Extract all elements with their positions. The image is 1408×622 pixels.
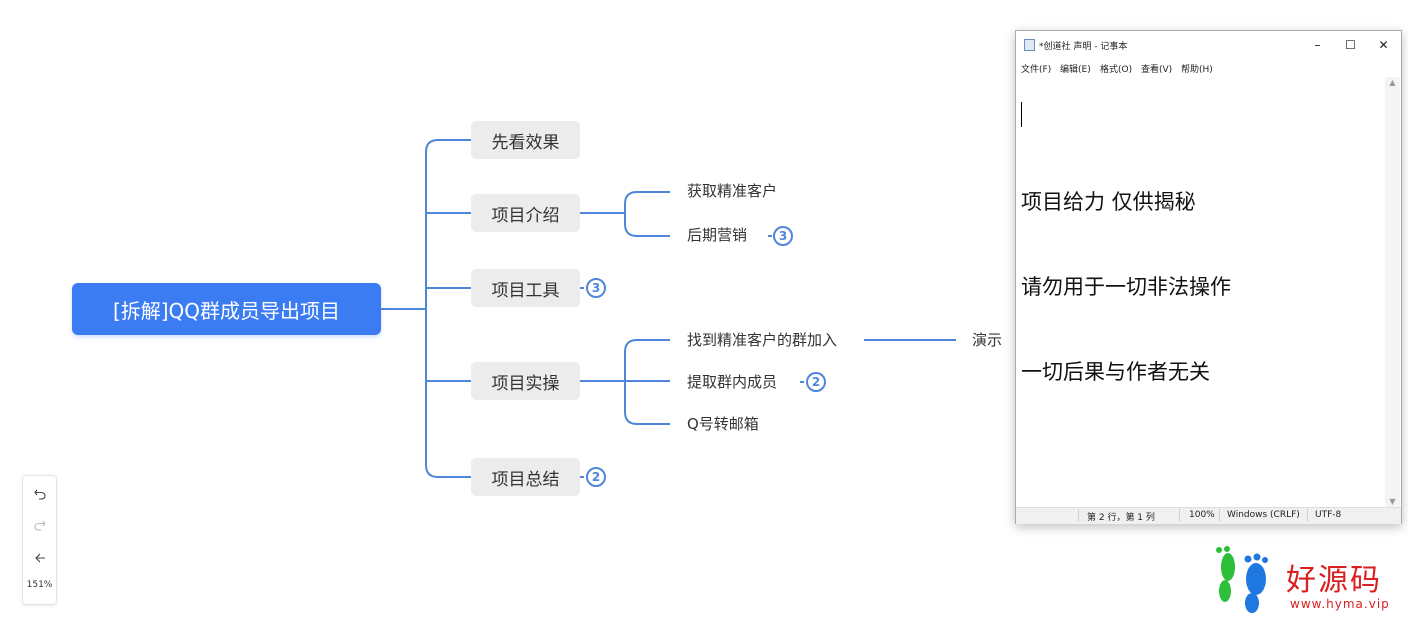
zoom-level[interactable]: 151% <box>26 580 53 590</box>
text-line: 项目给力 仅供揭秘 <box>1021 190 1196 214</box>
watermark-url: www.hyma.vip <box>1290 597 1390 611</box>
subnode-later-marketing[interactable]: 后期营销 <box>687 226 748 244</box>
undo-button[interactable] <box>23 482 56 506</box>
maximize-button[interactable]: ☐ <box>1345 38 1356 52</box>
branch-node-preview[interactable]: 先看效果 <box>471 121 580 159</box>
branch-node-tools[interactable]: 项目工具 <box>471 269 580 307</box>
status-position: 第 2 行，第 1 列 <box>1087 513 1155 523</box>
text-caret <box>1021 102 1022 127</box>
redo-button[interactable] <box>23 513 56 537</box>
status-zoom: 100% <box>1189 510 1215 520</box>
notepad-text-area[interactable]: 项目给力 仅供揭秘 请勿用于一切非法操作 一切后果与作者无关 <box>1016 77 1384 508</box>
undo-icon <box>33 489 46 500</box>
arrow-left-icon <box>34 553 45 563</box>
connector-trunk <box>425 139 471 478</box>
branch-node-summary[interactable]: 项目总结 <box>471 458 580 496</box>
menu-format[interactable]: 格式(O) <box>1100 65 1133 75</box>
subnode-qq-to-email[interactable]: Q号转邮箱 <box>687 415 759 433</box>
collapse-badge[interactable]: 2 <box>806 372 826 392</box>
branch-node-practice[interactable]: 项目实操 <box>471 362 580 400</box>
connector-intro-children <box>624 191 670 237</box>
notepad-titlebar[interactable]: *创道社 声明 - 记事本 – ☐ ✕ <box>1016 31 1401 59</box>
subnode-demo[interactable]: 演示 <box>972 331 1003 349</box>
menu-edit[interactable]: 编辑(E) <box>1060 65 1091 75</box>
vertical-scrollbar[interactable]: ▲ ▼ <box>1385 77 1400 508</box>
mindmap-toolbar: 151% <box>22 475 57 605</box>
footprint-logo-icon <box>1216 546 1268 613</box>
back-button[interactable] <box>23 546 56 570</box>
menu-view[interactable]: 查看(V) <box>1141 65 1173 75</box>
mindmap-root-node[interactable]: [拆解]QQ群成员导出项目 <box>72 283 381 335</box>
status-encoding: UTF-8 <box>1315 510 1342 520</box>
subnode-precise-customers[interactable]: 获取精准客户 <box>687 182 778 200</box>
notepad-icon <box>1024 39 1035 51</box>
notepad-statusbar: 第 2 行，第 1 列 100% Windows (CRLF) UTF-8 <box>1016 507 1401 524</box>
branch-node-intro[interactable]: 项目介绍 <box>471 194 580 232</box>
notepad-title: *创道社 声明 - 记事本 <box>1039 42 1128 52</box>
redo-icon <box>33 520 46 531</box>
minimize-button[interactable]: – <box>1314 38 1321 52</box>
text-line: 一切后果与作者无关 <box>1021 360 1210 384</box>
notepad-menubar: 文件(F) 编辑(E) 格式(O) 查看(V) 帮助(H) <box>1016 59 1401 77</box>
collapse-badge[interactable]: 3 <box>586 278 606 298</box>
subnode-join-groups[interactable]: 找到精准客户的群加入 <box>687 331 838 349</box>
scroll-up-icon[interactable]: ▲ <box>1389 78 1396 87</box>
notepad-window: *创道社 声明 - 记事本 – ☐ ✕ 文件(F) 编辑(E) 格式(O) 查看… <box>1015 30 1402 524</box>
menu-help[interactable]: 帮助(H) <box>1181 65 1213 75</box>
watermark-text: 好源码 <box>1286 563 1382 598</box>
text-line: 请勿用于一切非法操作 <box>1021 275 1231 299</box>
subnode-extract-members[interactable]: 提取群内成员 <box>687 373 778 391</box>
scroll-down-icon[interactable]: ▼ <box>1389 497 1396 506</box>
menu-file[interactable]: 文件(F) <box>1021 65 1052 75</box>
collapse-badge[interactable]: 2 <box>586 467 606 487</box>
status-line-ending: Windows (CRLF) <box>1227 510 1300 520</box>
collapse-badge[interactable]: 3 <box>773 226 793 246</box>
close-button[interactable]: ✕ <box>1378 38 1389 52</box>
